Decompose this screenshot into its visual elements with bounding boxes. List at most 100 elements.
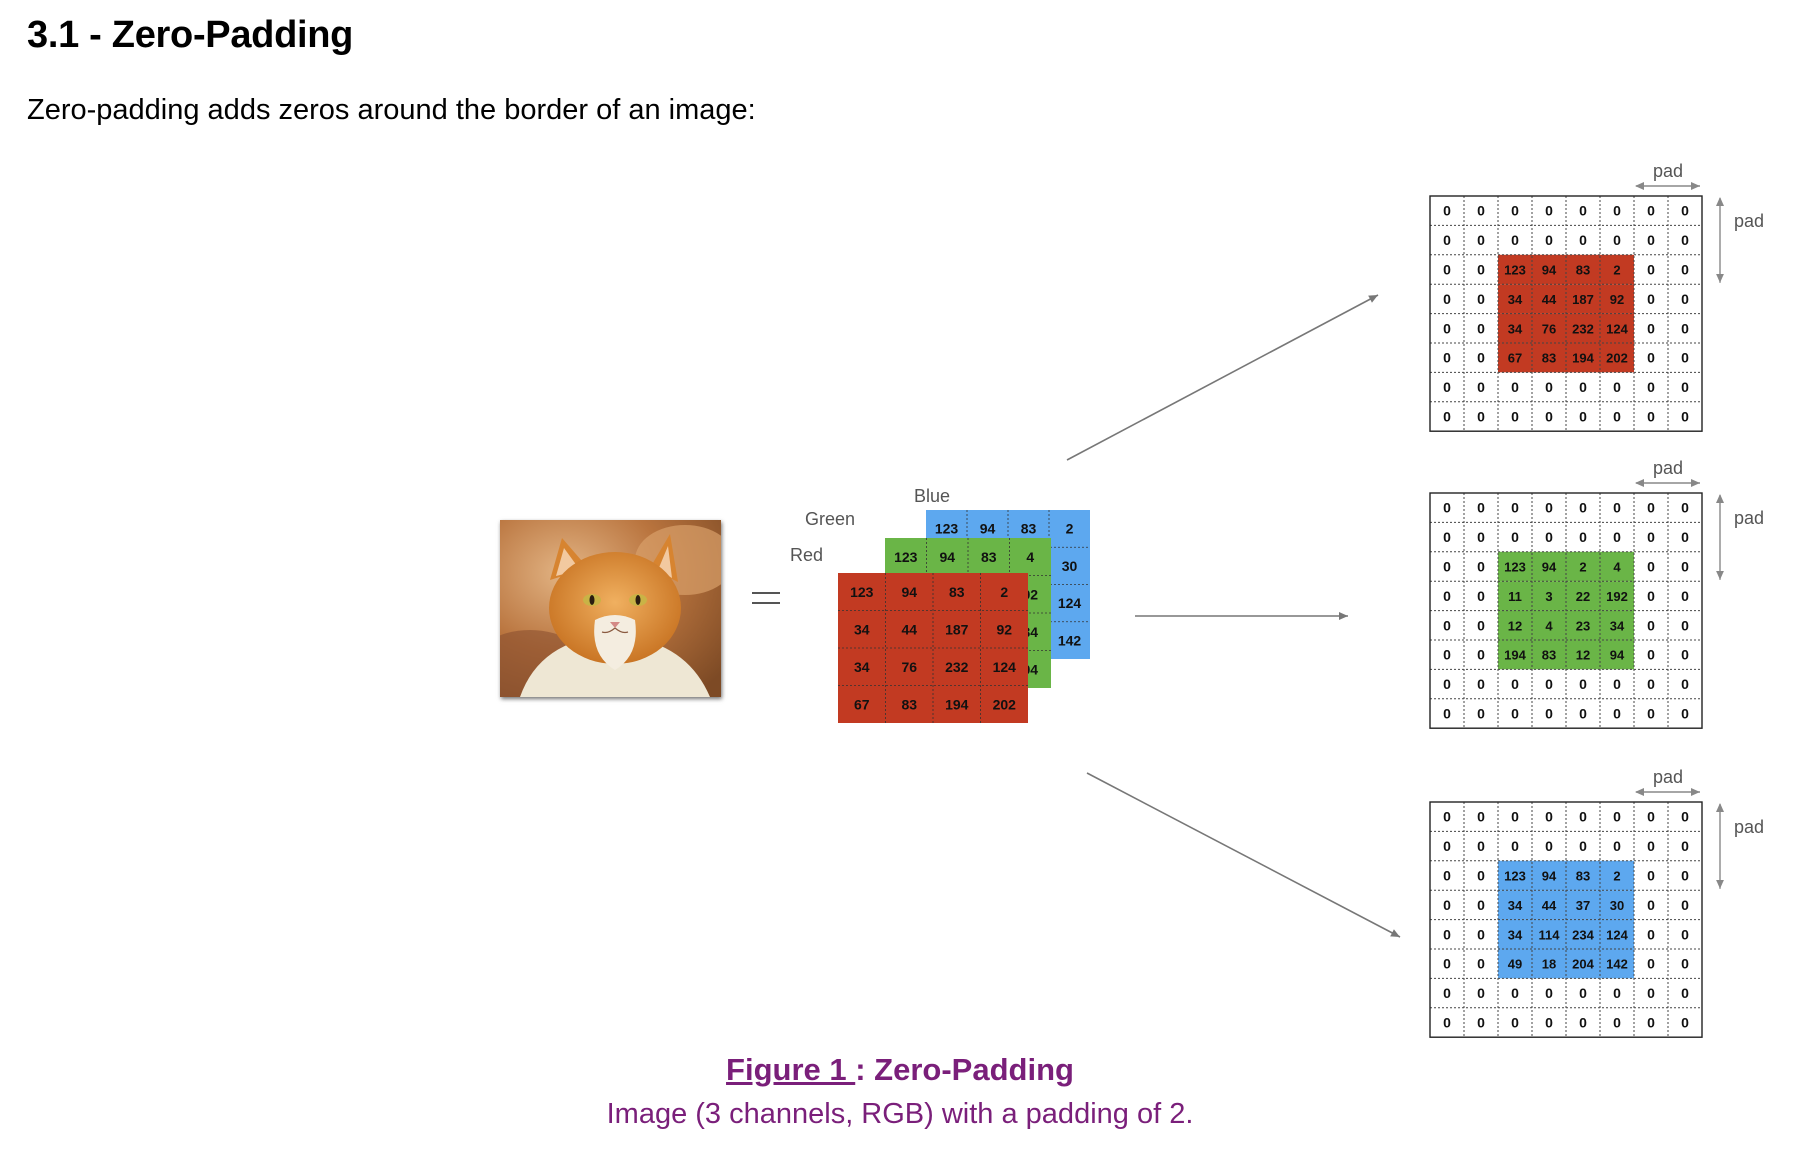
grid-cell-value: 3 — [1545, 589, 1552, 604]
grid-cell-value: 0 — [1443, 379, 1451, 395]
grid-cell — [1600, 949, 1634, 979]
grid-cell — [1668, 802, 1702, 832]
grid-cell-value: 83 — [1576, 869, 1590, 884]
grid-cell-value: 0 — [1443, 617, 1451, 633]
grid-cell — [1498, 919, 1532, 949]
grid-cell-value: 234 — [1572, 927, 1594, 942]
grid-cell-value: 124 — [1606, 321, 1628, 336]
grid-cell — [1464, 1007, 1498, 1038]
grid-cell-value: 114 — [1539, 927, 1561, 942]
grid-cell — [1498, 949, 1532, 979]
grid-cell — [1532, 949, 1566, 979]
grid-cell-value: 0 — [1477, 676, 1485, 692]
stack-cell-value: 94 — [1022, 661, 1038, 677]
grid-cell — [1668, 551, 1702, 582]
grid-cell-value: 0 — [1681, 232, 1689, 248]
grid-cell — [1634, 343, 1668, 373]
grid-cell — [1634, 522, 1668, 552]
grid-cell-value: 0 — [1613, 985, 1621, 1001]
grid-cell-value: 0 — [1511, 232, 1519, 248]
grid-cell — [1668, 401, 1702, 432]
grid-cell — [1430, 254, 1464, 285]
grid-cell — [1634, 225, 1668, 255]
grid-cell — [1566, 669, 1600, 699]
pad-horizontal-label: pad — [1653, 161, 1683, 181]
stack-label-blue: Blue — [914, 486, 950, 506]
grid-cell-value: 0 — [1647, 956, 1655, 972]
grid-cell-value: 4 — [1545, 618, 1553, 633]
grid-cell-value: 0 — [1647, 1015, 1655, 1031]
stack-cell-value: 232 — [945, 659, 969, 675]
grid-cell — [1634, 610, 1668, 640]
stack-cell-value: 94 — [939, 549, 955, 565]
grid-cell-value: 0 — [1681, 647, 1689, 663]
grid-cell — [1668, 343, 1702, 373]
grid-cell-value: 0 — [1511, 529, 1519, 545]
grid-cell — [1600, 978, 1634, 1008]
stack-cell-value: 4 — [1026, 549, 1034, 565]
grid-cell — [1668, 949, 1702, 979]
grid-cell — [1430, 372, 1464, 402]
grid-cell — [1668, 640, 1702, 670]
grid-cell-value: 0 — [1443, 559, 1451, 575]
grid-cell-value: 0 — [1579, 706, 1587, 722]
grid-cell-value: 0 — [1681, 617, 1689, 633]
grid-cell — [1566, 831, 1600, 861]
grid-cell — [1634, 978, 1668, 1008]
grid-cell — [1498, 493, 1532, 523]
grid-cell-value: 194 — [1504, 648, 1526, 663]
grid-cell-value: 0 — [1647, 647, 1655, 663]
grid-cell — [1464, 610, 1498, 640]
grid-cell-value: 0 — [1443, 868, 1451, 884]
stack-cell-value: 92 — [996, 621, 1012, 637]
grid-cell-value: 0 — [1579, 676, 1587, 692]
grid-cell — [1430, 831, 1464, 861]
grid-cell-value: 0 — [1477, 838, 1485, 854]
grid-cell — [1532, 522, 1566, 552]
grid-cell-value: 0 — [1579, 838, 1587, 854]
grid-cell-value: 2 — [1579, 560, 1586, 575]
grid-cell — [1430, 225, 1464, 255]
grid-cell-value: 0 — [1681, 409, 1689, 425]
grid-cell-value: 0 — [1579, 985, 1587, 1001]
grid-cell — [1600, 343, 1634, 373]
grid-cell-value: 0 — [1477, 529, 1485, 545]
grid-cell — [1634, 640, 1668, 670]
grid-cell — [1498, 196, 1532, 226]
grid-cell-value: 0 — [1681, 559, 1689, 575]
grid-cell — [1566, 860, 1600, 891]
grid-cell-value: 0 — [1511, 706, 1519, 722]
grid-cell — [1566, 698, 1600, 729]
grid-cell-value: 0 — [1681, 1015, 1689, 1031]
grid-cell-value: 187 — [1572, 292, 1594, 307]
grid-cell-value: 0 — [1477, 379, 1485, 395]
grid-cell-value: 0 — [1613, 409, 1621, 425]
grid-cell — [1532, 640, 1566, 670]
grid-cell-value: 0 — [1545, 985, 1553, 1001]
grid-cell — [1634, 802, 1668, 832]
grid-cell — [1464, 949, 1498, 979]
grid-cell — [1430, 610, 1464, 640]
grid-cell — [1532, 669, 1566, 699]
grid-cell-value: 0 — [1443, 647, 1451, 663]
grid-cell-value: 0 — [1681, 320, 1689, 336]
grid-cell — [1532, 343, 1566, 373]
grid-cell — [1430, 1007, 1464, 1038]
grid-cell — [1498, 343, 1532, 373]
grid-cell — [1532, 401, 1566, 432]
grid-cell — [1464, 860, 1498, 891]
caption-figure-number: Figure 1 — [726, 1052, 856, 1087]
grid-cell — [1430, 860, 1464, 891]
grid-cell-value: 0 — [1579, 529, 1587, 545]
grid-cell-value: 0 — [1647, 588, 1655, 604]
grid-cell — [1498, 284, 1532, 314]
grid-cell-value: 34 — [1508, 292, 1523, 307]
grid-cell — [1634, 284, 1668, 314]
caption-separator: : — [855, 1052, 875, 1087]
grid-cell-value: 0 — [1579, 1015, 1587, 1031]
grid-cell — [1566, 802, 1600, 832]
